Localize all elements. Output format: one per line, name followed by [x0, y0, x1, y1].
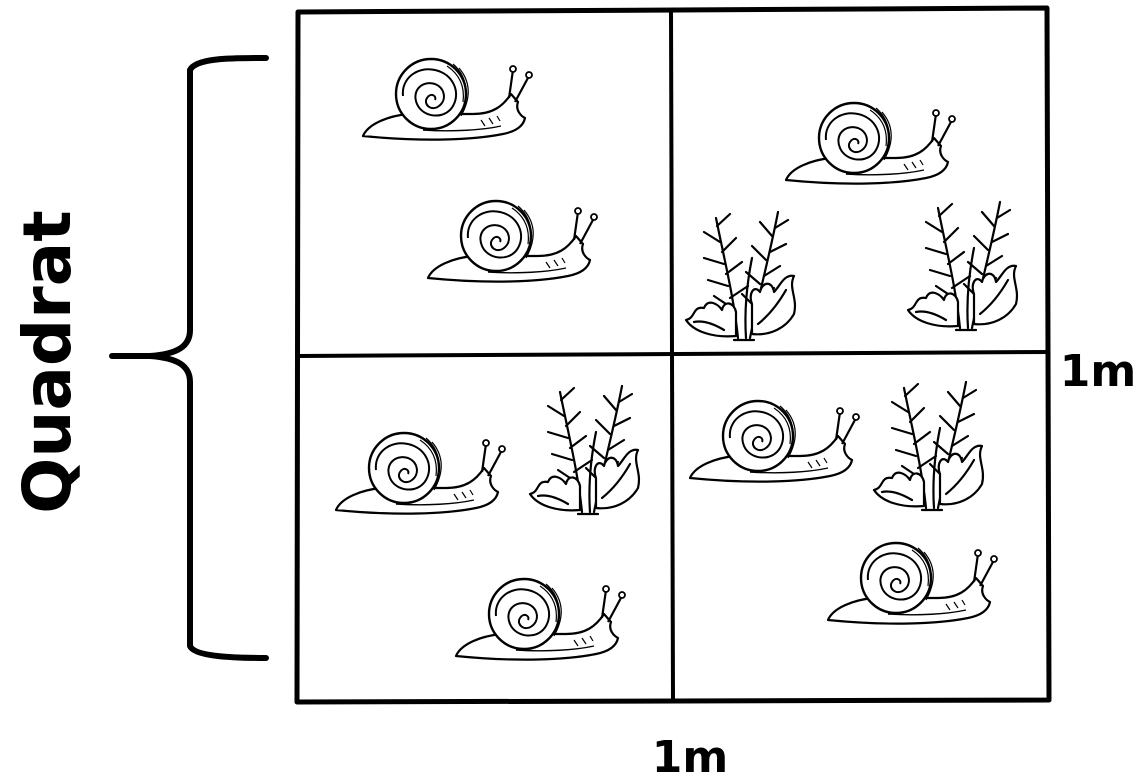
snail-icon	[828, 543, 997, 624]
snail-icon	[690, 401, 859, 482]
side-length-label-right: 1m	[1060, 346, 1136, 397]
seaweed-icon	[874, 382, 983, 510]
snail-icon	[786, 103, 955, 184]
quadrat-label: Quadrat	[9, 210, 86, 514]
cell-bottom-left	[336, 386, 639, 660]
cell-bottom-right	[690, 382, 997, 624]
snail-icon	[336, 433, 505, 514]
seaweed-icon	[686, 212, 795, 340]
quadrat-horizontal-divider	[298, 352, 1048, 356]
quadrat-bracket	[112, 58, 266, 658]
cell-top-left	[363, 59, 597, 282]
seaweed-icon	[530, 386, 639, 514]
side-length-label-bottom: 1m	[652, 732, 728, 777]
snail-icon	[428, 201, 597, 282]
cell-top-right	[686, 103, 1017, 340]
seaweed-icon	[908, 202, 1017, 330]
snail-icon	[456, 579, 625, 660]
snail-icon	[363, 59, 532, 140]
